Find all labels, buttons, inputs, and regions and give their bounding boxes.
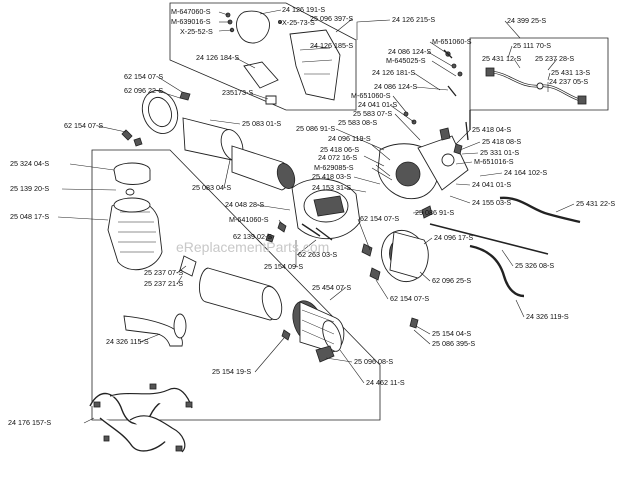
part-label: M-639016-S [171, 17, 211, 26]
part-label: 25 431 13-S [551, 68, 590, 77]
part-label: 24 153 31-S [312, 183, 351, 192]
lower-filter-assembly [179, 255, 345, 353]
intake-elbow [123, 313, 187, 347]
leader-lines [57, 9, 575, 424]
part-label: 62 096 25-S [432, 276, 471, 285]
part-label: 25 096 397-S [310, 14, 353, 23]
part-label: 25 086 91-S [296, 124, 335, 133]
part-label: 24 399 25-S [507, 16, 546, 25]
part-label: 25 237 28-S [535, 54, 574, 63]
part-label: M-651016-S [474, 157, 514, 166]
part-label: M-647060-S [171, 7, 211, 16]
intake-housing [107, 197, 163, 271]
part-label: 25 083 01-S [242, 119, 281, 128]
part-label: 24 126 181-S [372, 68, 415, 77]
part-label: 25 237 21-S [144, 279, 183, 288]
part-label: M-651060-S [351, 91, 391, 100]
part-label: 24 096 119-S [328, 134, 371, 143]
part-label: 62 154 07-S [64, 121, 103, 130]
part-label: 24 086 124-S [374, 82, 417, 91]
fan-housing [381, 229, 429, 283]
part-label: 62 096 22-S [124, 86, 163, 95]
part-label: 25 154 09-S [264, 262, 303, 271]
fuel-hose-assembly [485, 67, 587, 105]
part-label: 25 583 07-S [353, 109, 392, 118]
part-label: 25 326 08-S [515, 261, 554, 270]
part-label: 25 454 07-S [312, 283, 351, 292]
part-label: 62 263 03-S [298, 250, 337, 259]
part-label: M-629085-S [314, 163, 354, 172]
part-label: 24 326 119-S [526, 312, 569, 321]
part-label: 24 237 05-S [549, 77, 588, 86]
part-label: 25 331 01-S [480, 148, 519, 157]
part-label: 24 041 01-S [358, 100, 397, 109]
filter-cap [113, 162, 151, 196]
small-fasteners-upper [121, 91, 191, 147]
part-label: M-651060-S [432, 37, 472, 46]
part-label: X-25-73-S [282, 18, 315, 27]
blower-core [291, 127, 469, 241]
part-label: 24 155 03-S [472, 198, 511, 207]
part-label: 24 126 185-S [310, 41, 353, 50]
part-label: 25 111 70-S [513, 41, 551, 50]
part-label: M-641060-S [229, 215, 269, 224]
part-label: 25 048 17-S [10, 212, 49, 221]
part-label: 24 096 17-S [434, 233, 473, 242]
part-label: 62 154 07-S [390, 294, 429, 303]
part-label: 25 086 91-S [415, 208, 454, 217]
part-label: 24 041 01-S [472, 180, 511, 189]
bracket-inset-box [169, 2, 357, 111]
part-label: 24 086 124-S [388, 47, 431, 56]
part-label: 24 048 28-S [225, 200, 264, 209]
part-label: 25 096 08-S [354, 357, 393, 366]
part-label: 25 324 04-S [10, 159, 49, 168]
wire-harness [89, 383, 193, 453]
hose-inset-box [469, 37, 609, 111]
watermark-text: eReplacementParts.com [176, 239, 329, 255]
part-label: 24 126 215-S [392, 15, 435, 24]
part-label: 235173-S [222, 88, 253, 97]
part-label: 25 083 04-S [192, 183, 231, 192]
part-label: 24 462 11-S [366, 378, 405, 387]
engine-fasteners [265, 49, 471, 363]
part-labels: M-647060-S M-639016-S X-25-52-S 24 126 1… [8, 5, 615, 427]
part-label: 25 154 04-S [432, 329, 471, 338]
right-side-hoses [429, 196, 581, 298]
part-label: 25 583 08-S [338, 118, 377, 127]
part-label: 62 154 07-S [124, 72, 163, 81]
part-label: X-25-52-S [180, 27, 213, 36]
part-label: 25 237 07-S [144, 268, 183, 277]
part-label: 62 139 02-S [233, 232, 272, 241]
part-label: 25 431 12-S [482, 54, 521, 63]
part-label: 25 418 06-S [320, 145, 359, 154]
part-label: 25 154 19-S [212, 367, 251, 376]
part-label: 24 326 115-S [106, 337, 149, 346]
part-label: 25 418 03-S [312, 172, 351, 181]
part-label: 62 154 07-S [360, 214, 399, 223]
blower-inset-box [91, 149, 381, 421]
part-label: 25 139 20-S [10, 184, 49, 193]
part-label: 24 176 157-S [8, 418, 51, 427]
part-label: 25 086 395-S [432, 339, 475, 348]
part-label: 24 126 184-S [196, 53, 239, 62]
part-label: 25 418 04-S [472, 125, 511, 134]
part-label: 24 126 191-S [282, 5, 325, 14]
part-label: 25 418 08-S [482, 137, 521, 146]
part-label: 25 431 22-S [576, 199, 615, 208]
part-label: 24 164 102-S [504, 168, 547, 177]
part-label: M-645025-S [386, 56, 426, 65]
air-filter-assembly [141, 90, 296, 191]
part-label: 24 072 16-S [318, 153, 357, 162]
